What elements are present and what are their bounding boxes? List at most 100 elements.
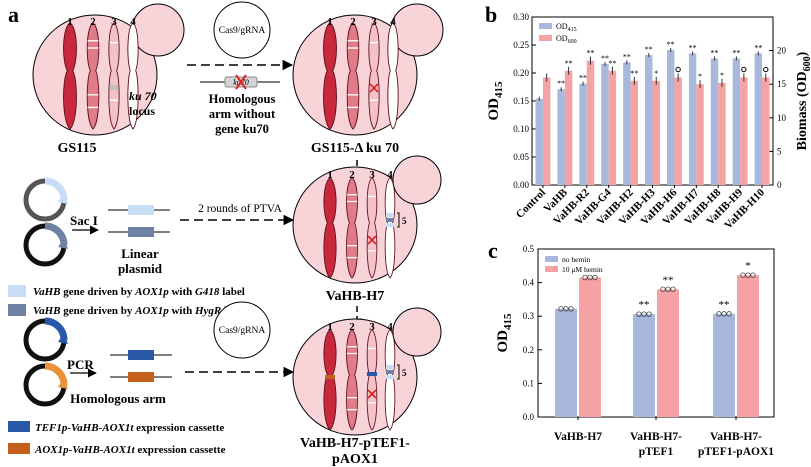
bar-od415 xyxy=(579,83,587,185)
sig-label-hemin: ** xyxy=(663,274,674,286)
sig-label-od415: ** xyxy=(579,74,587,83)
legend-od600: OD600 xyxy=(556,34,577,45)
y-right-tick-label: 5 xyxy=(777,146,782,156)
y-right-tick-label: 20 xyxy=(777,46,787,56)
sig-label-od415: ** xyxy=(667,40,675,49)
bar-hemin xyxy=(657,289,679,417)
bar-od600 xyxy=(586,60,595,185)
bar-no-hemin xyxy=(633,314,655,417)
tef1-cassette xyxy=(128,350,154,360)
bar-od600 xyxy=(718,82,726,185)
bar-od600 xyxy=(740,77,748,185)
bar-od600 xyxy=(762,77,770,185)
replicate-point xyxy=(568,306,574,312)
bar-od415 xyxy=(645,55,653,185)
bar-no-hemin xyxy=(713,313,735,417)
sig-label-od600: * xyxy=(698,72,702,81)
chart-c-x-label-2a: VaHB-H7- xyxy=(630,431,682,443)
delete-cross-icon xyxy=(367,389,377,399)
y-left-tick-label: 0.15 xyxy=(513,96,529,106)
y-left-tick-label: 0.10 xyxy=(513,124,529,134)
plasmid-aox1 xyxy=(23,362,68,407)
chart-b-y-right-title: Biomass (OD600) xyxy=(795,51,811,150)
bar-od415 xyxy=(535,98,543,185)
y-tick-label: 0.0 xyxy=(523,412,535,422)
replicate-point xyxy=(563,306,569,312)
y-left-tick-label: 0.00 xyxy=(513,180,529,190)
bar-hemin xyxy=(737,275,759,417)
sig-label-od415: ** xyxy=(689,43,697,52)
sig-marker-od600 xyxy=(675,66,681,73)
y-tick-label: 0.3 xyxy=(523,311,535,321)
chrom-number-1: 1 xyxy=(67,16,73,28)
ku70-locus-label-1: ku 70 xyxy=(129,89,157,103)
bar-od415 xyxy=(732,58,741,185)
linear-plasmid-label-2: plasmid xyxy=(118,261,163,276)
delete-cross-icon xyxy=(235,74,247,90)
bar-od415 xyxy=(601,64,609,185)
sig-label-od600: ** xyxy=(565,59,573,68)
bar-od415 xyxy=(623,62,631,185)
bar-od600 xyxy=(564,70,573,185)
replicate-point xyxy=(587,274,593,281)
legend-swatch-hygr xyxy=(8,304,26,316)
chrom-number-3: 3 xyxy=(111,16,117,28)
legend-swatch-g418 xyxy=(8,285,26,297)
vahb-hygr-cassette xyxy=(128,227,154,237)
y-right-tick-label: 15 xyxy=(777,79,787,89)
y-tick-label: 0.5 xyxy=(523,244,535,254)
plasmid-tef1 xyxy=(23,317,68,362)
cell-vahb-h7: 5 1 2 3 4 xyxy=(292,155,442,284)
homologous-arm-text-3: gene ku70 xyxy=(215,122,269,136)
y-tick-label: 0.2 xyxy=(523,345,534,355)
plasmid-g418 xyxy=(23,177,68,222)
sig-label-od415: ** xyxy=(623,52,631,61)
chart-c: 0.00.10.20.30.40.5 ******* no hemin 10 μ… xyxy=(495,244,775,458)
y-left-tick-label: 0.05 xyxy=(513,152,529,162)
chart-b-y-left-ticks: 0.000.050.100.150.200.250.30 xyxy=(513,12,536,190)
chrom-number-1: 1 xyxy=(327,321,333,333)
legend-g418-text: VaHB gene driven by AOX1p with G418 labe… xyxy=(33,286,245,298)
copy-number-label: 5 xyxy=(402,216,407,226)
replicate-point xyxy=(582,274,588,281)
bar-od600 xyxy=(630,80,639,185)
bar-hemin xyxy=(579,277,601,417)
chrom-number-3: 3 xyxy=(369,321,375,333)
legend-tef1-text: TEF1p-VaHB-AOX1t expression cassette xyxy=(35,422,224,434)
sig-label-no-hemin: ** xyxy=(719,299,730,311)
bar-od600 xyxy=(542,77,551,185)
replicate-point xyxy=(740,272,746,278)
chart-c-x-label-3b: pTEF1-pAOX1 xyxy=(698,446,774,458)
aox1-cassette xyxy=(128,372,154,382)
legend-hygr-text: VaHB gene driven by AOX1p with HygR labe… xyxy=(33,305,247,317)
strain-final-label-1: VaHB-H7-pTEF1- xyxy=(300,436,410,451)
replicate-point xyxy=(646,311,652,317)
sig-label-od415: ** xyxy=(645,45,653,54)
chrom-number-1: 1 xyxy=(327,169,333,181)
sig-label-od600: ** xyxy=(630,69,638,78)
y-left-tick-label: 0.20 xyxy=(513,68,529,78)
homologous-arm-text-1: Homologous xyxy=(209,92,276,106)
chrom-number-2: 2 xyxy=(349,321,355,333)
chrom-number-3: 3 xyxy=(369,169,375,181)
legend-swatch-od415 xyxy=(539,23,552,29)
chart-b-y-left-title: OD415 xyxy=(486,81,505,121)
delete-cross-icon xyxy=(367,235,377,245)
chart-c-x-label-3a: VaHB-H7- xyxy=(710,431,762,443)
bar-no-hemin xyxy=(555,308,577,417)
y-right-tick-label: 10 xyxy=(777,113,787,123)
chrom-number-4: 4 xyxy=(387,321,393,333)
legend-od415: OD415 xyxy=(556,22,577,33)
sig-label-od600: ** xyxy=(586,49,594,58)
bar-od415 xyxy=(754,53,763,186)
pcr-label: PCR xyxy=(67,357,94,372)
sig-label-no-hemin: ** xyxy=(639,299,650,311)
chrom-number-4: 4 xyxy=(387,169,393,181)
chrom-number-3: 3 xyxy=(371,16,377,28)
ku70-locus-label-2: locus xyxy=(129,104,155,118)
chrom-number-4: 4 xyxy=(130,16,136,28)
sac-i-label: Sac I xyxy=(70,213,98,228)
cas9-circle xyxy=(213,301,271,359)
